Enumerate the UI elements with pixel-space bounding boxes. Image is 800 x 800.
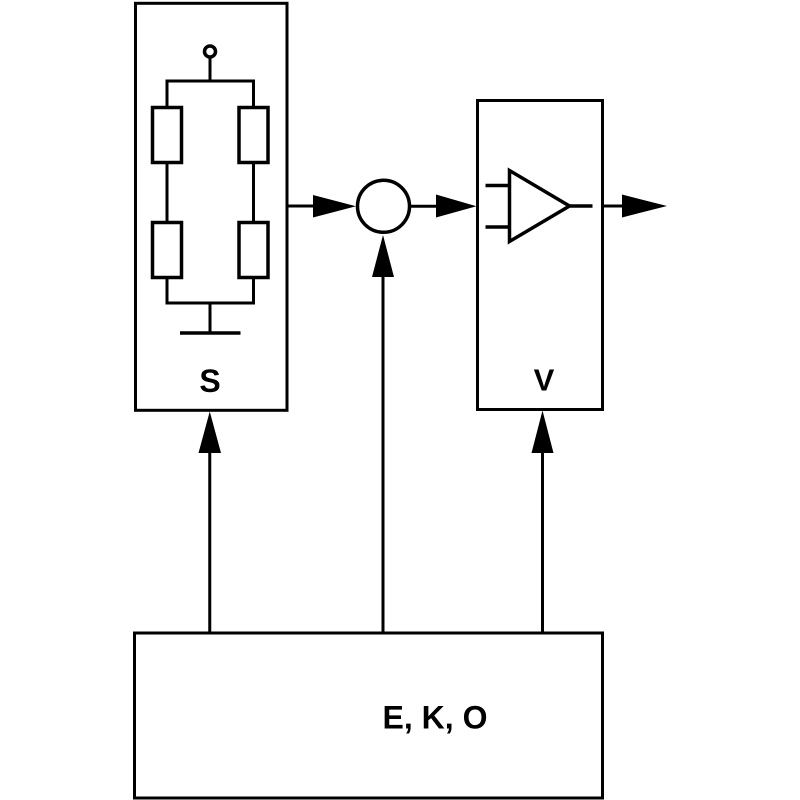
svg-text:V: V [534,363,555,398]
svg-text:E, K, O: E, K, O [383,700,488,736]
svg-text:S: S [199,363,220,399]
